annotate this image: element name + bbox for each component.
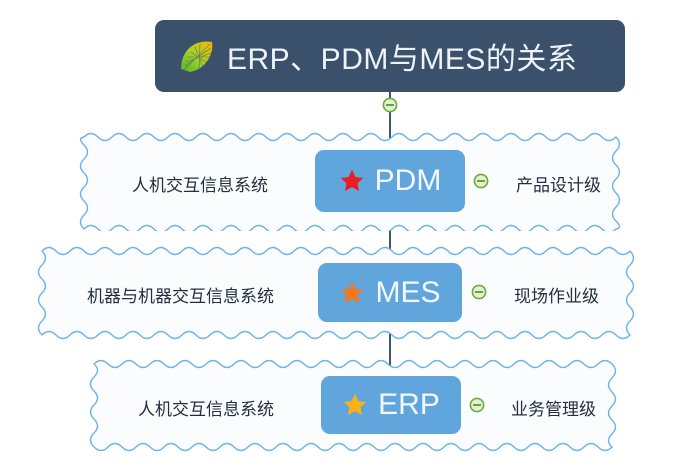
fan-shell-icon bbox=[181, 41, 213, 72]
node-pdm[interactable]: PDM bbox=[315, 150, 465, 212]
collapse-toggle-pdm[interactable] bbox=[473, 173, 489, 189]
node-label-mes: MES bbox=[375, 275, 441, 309]
leaf-label-mes-left: 机器与机器交互信息系统 bbox=[87, 287, 274, 307]
node-erp[interactable]: ERP bbox=[321, 376, 461, 434]
leaf-label-erp-right: 业务管理级 bbox=[511, 400, 596, 420]
leaf-label-pdm-left: 人机交互信息系统 bbox=[132, 176, 268, 196]
star-icon-mes bbox=[341, 281, 364, 303]
leaf-label-erp-left: 人机交互信息系统 bbox=[138, 400, 274, 420]
page-title: ERP、PDM与MES的关系 bbox=[227, 43, 578, 76]
diagram-title-bar[interactable]: ERP、PDM与MES的关系 bbox=[155, 20, 625, 92]
node-label-pdm: PDM bbox=[374, 164, 442, 197]
root-collapse-toggle[interactable] bbox=[382, 97, 398, 113]
leaf-label-pdm-right: 产品设计级 bbox=[516, 176, 601, 196]
collapse-toggle-mes[interactable] bbox=[471, 284, 487, 300]
node-label-erp: ERP bbox=[378, 388, 440, 421]
collapse-toggle-erp[interactable] bbox=[469, 397, 485, 413]
star-icon-pdm bbox=[340, 169, 363, 192]
leaf-label-mes-right: 现场作业级 bbox=[514, 287, 599, 307]
star-icon-erp bbox=[343, 393, 367, 416]
node-mes[interactable]: MES bbox=[318, 263, 462, 322]
